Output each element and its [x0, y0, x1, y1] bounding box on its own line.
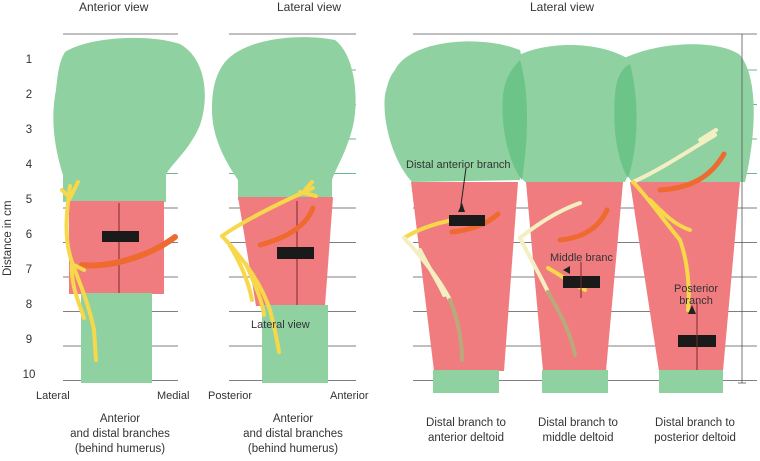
annotation-lateral-view: Lateral view — [251, 319, 310, 331]
marker-bar — [102, 231, 139, 242]
label-posterior: Posterior — [208, 390, 253, 402]
title-lateral-view-2: Lateral view — [530, 0, 595, 14]
panel-posterior-deltoid-branch — [630, 128, 740, 393]
axillary-nerve-branches — [60, 180, 98, 362]
y-tick-5: 5 — [25, 194, 33, 206]
deltoid-region — [411, 182, 518, 371]
deltoid-region — [69, 201, 164, 294]
label-anterior: Anterior — [330, 390, 369, 402]
annotation-distal-anterior-branch: Distal anterior branch — [406, 159, 511, 171]
y-tick-4: 4 — [25, 159, 33, 171]
axillary-nerve-orange — [79, 234, 178, 269]
scale-bar — [738, 34, 746, 384]
panel-lateral-humerus-1 — [212, 37, 356, 383]
axillary-nerve-branches — [631, 180, 692, 312]
y-tick-6: 6 — [25, 229, 33, 241]
marker-bar — [449, 215, 485, 226]
annotation-posterior-branch: Posterior branch — [674, 283, 719, 307]
y-tick-9: 9 — [25, 334, 33, 346]
humeral-shaft — [81, 293, 152, 383]
panel-middle-deltoid-branch — [518, 182, 623, 393]
label-medial: Medial — [157, 390, 190, 402]
annotation-middle-branch: Middle branc — [550, 252, 613, 264]
panel-anterior-humerus — [53, 37, 205, 383]
y-axis-label: Distance in cm — [2, 200, 14, 276]
label-lateral: Lateral — [36, 390, 70, 402]
marker-bar — [277, 247, 314, 259]
humeral-head — [53, 37, 205, 175]
humeral-neck — [63, 170, 166, 202]
title-anterior-view: Anterior view — [79, 0, 149, 14]
title-lateral-view-1: Lateral view — [277, 0, 342, 14]
panel-lateral-distal-heads — [384, 41, 754, 183]
y-tick-2: 2 — [25, 89, 33, 101]
panel-anterior-deltoid-branch — [402, 167, 518, 393]
y-tick-3: 3 — [25, 124, 33, 136]
deltoid-region — [630, 182, 740, 371]
humeral-head — [212, 37, 356, 180]
y-tick-10: 10 — [22, 369, 36, 381]
axillary-nerve-branches — [220, 180, 318, 354]
y-tick-7: 7 — [25, 264, 33, 276]
y-tick-1: 1 — [25, 54, 33, 66]
y-tick-8: 8 — [25, 299, 33, 311]
